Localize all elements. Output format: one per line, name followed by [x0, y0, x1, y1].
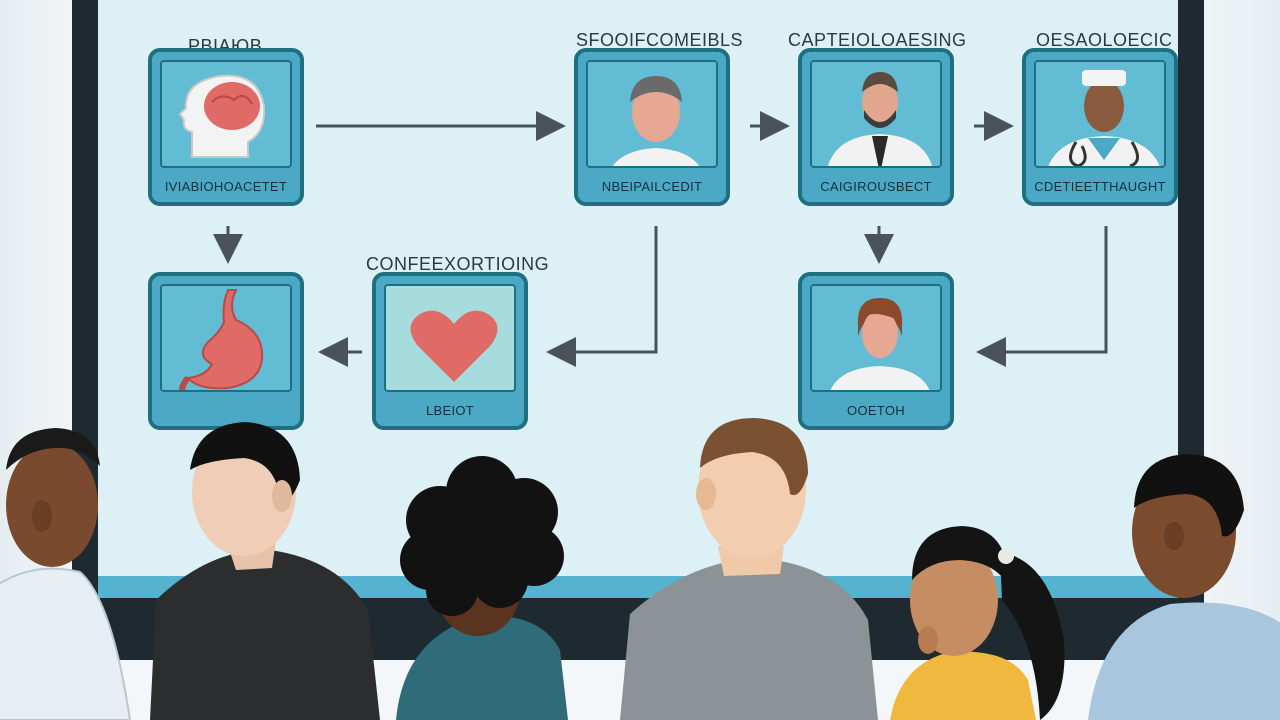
header-label-2: SFOOIFCOMEIBLS [576, 30, 744, 50]
tile-stomach[interactable] [148, 272, 304, 430]
audience-person-3 [396, 456, 568, 720]
tile-surgeon-caption: CDETIEETTHAUGHT [1026, 172, 1174, 202]
audience-person-6 [1088, 454, 1280, 720]
audience-person-4 [620, 418, 878, 720]
female-doctor-icon [810, 284, 942, 392]
tile-heart-caption: LBEIOT [376, 396, 524, 426]
heart-icon [384, 284, 516, 392]
audience-person-2 [150, 422, 380, 720]
stomach-icon [160, 284, 292, 392]
screen-bottom-bar [98, 576, 1178, 598]
tile-patient-caption: NBEIPAILCEDIT [578, 172, 726, 202]
tile-doctor-caption: CAIGIROUSBECT [802, 172, 950, 202]
arrow-patient-to-heart [546, 226, 658, 367]
tile-stomach-caption [152, 396, 300, 426]
tile-doctor[interactable]: CAIGIROUSBECT [798, 48, 954, 206]
patient-avatar-icon [586, 60, 718, 168]
tile-surgeon[interactable]: CDETIEETTHAUGHT [1022, 48, 1178, 206]
surgeon-stethoscope-icon [1034, 60, 1166, 168]
tile-brain[interactable]: IVIABIOHOACETET [148, 48, 304, 206]
head-brain-icon [160, 60, 292, 168]
audience-person-5 [890, 526, 1065, 720]
tile-brain-caption: IVIABIOHOACETET [152, 172, 300, 202]
header-label-4: OESAOLOECIC [1036, 30, 1173, 50]
tile-heart[interactable]: LBEIOT [372, 272, 528, 430]
arrow-surgeon-to-female-doctor [976, 226, 1108, 367]
header-label-5: CONFEEXORTIOING [366, 254, 550, 274]
bearded-doctor-icon [810, 60, 942, 168]
header-label-3: CAPTEIOLOAESING [788, 30, 967, 50]
tile-female-doctor[interactable]: OOETOH [798, 272, 954, 430]
tile-female-doctor-caption: OOETOH [802, 396, 950, 426]
tile-patient[interactable]: NBEIPAILCEDIT [574, 48, 730, 206]
audience-person-1 [0, 428, 132, 720]
flow-arrows [213, 111, 1108, 367]
